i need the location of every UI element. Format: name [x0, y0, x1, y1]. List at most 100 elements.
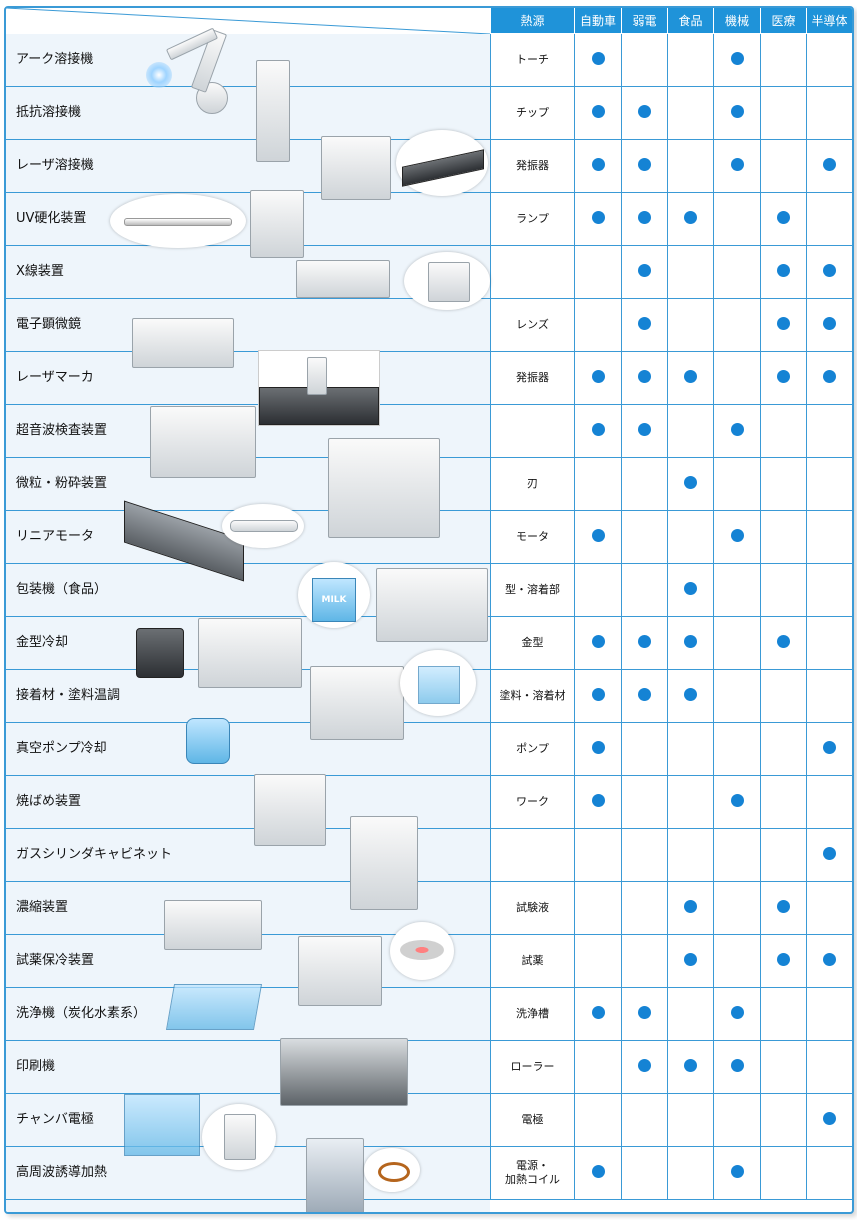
industry-cell	[667, 139, 714, 193]
applicable-dot-icon	[730, 529, 744, 542]
industry-cell	[713, 669, 761, 723]
heat-source-cell: 金型	[490, 616, 575, 670]
applicable-dot-icon	[730, 423, 744, 436]
equipment-name: 印刷機	[16, 1059, 56, 1074]
heat-source-cell: モータ	[490, 510, 575, 564]
industry-cell	[713, 86, 761, 140]
industry-cell	[760, 192, 807, 246]
laser-marker-illustration	[258, 350, 380, 426]
industry-cell	[760, 669, 807, 723]
applicable-dot-icon	[777, 370, 790, 383]
table-row: ランプ	[490, 192, 852, 246]
equipment-name: 微粒・粉砕装置	[16, 476, 108, 491]
industry-cell	[574, 669, 622, 723]
industry-cell	[574, 1146, 622, 1200]
industry-cell	[806, 510, 852, 564]
heat-source-cell: トーチ	[490, 33, 575, 87]
applicable-dot-icon	[638, 423, 651, 436]
heat-source-cell: ポンプ	[490, 722, 575, 776]
industry-cell	[760, 404, 807, 458]
applicable-dot-icon	[777, 953, 790, 966]
industry-cell	[713, 775, 761, 829]
mold-press-illustration	[198, 618, 302, 688]
laser-welding-closeup-bubble	[396, 130, 488, 196]
industry-cell	[760, 1040, 807, 1094]
industry-cell	[667, 563, 714, 617]
applicable-dot-icon	[777, 635, 790, 648]
industry-cell	[713, 139, 761, 193]
industry-cell	[713, 987, 761, 1041]
electron-microscope-illustration	[132, 318, 234, 368]
applicable-dot-icon	[823, 741, 836, 754]
mold-cooling-part-illustration	[136, 628, 184, 678]
applicable-dot-icon	[777, 264, 790, 277]
industry-cell	[713, 298, 761, 352]
industry-cell	[621, 139, 668, 193]
industry-cell	[760, 298, 807, 352]
equipment-name: 電子顕微鏡	[16, 317, 82, 332]
industry-cell	[806, 139, 852, 193]
sample-tray-bubble	[390, 922, 454, 980]
table-row: 洗浄槽	[490, 987, 852, 1041]
industry-cell	[574, 934, 622, 988]
header-industry: 半導体	[806, 8, 852, 34]
linear-motor-rod-bubble	[222, 504, 304, 548]
industry-cell	[806, 828, 852, 882]
heat-source-cell: ワーク	[490, 775, 575, 829]
equipment-row: 電子顕微鏡	[6, 299, 490, 352]
industry-cell	[713, 1146, 761, 1200]
industry-cell	[806, 351, 852, 405]
resistance-welder-illustration	[256, 60, 290, 162]
applicable-dot-icon	[591, 741, 605, 754]
applicable-dot-icon	[684, 582, 697, 595]
equipment-name: 接着材・塗料温調	[16, 688, 121, 703]
industry-cell	[760, 563, 807, 617]
header-industry: 医療	[760, 8, 807, 34]
table-row	[490, 404, 852, 458]
header-industry: 機械	[713, 8, 761, 34]
applicable-dot-icon	[684, 211, 697, 224]
chamber-tank-illustration	[124, 1094, 200, 1156]
table-row	[490, 245, 852, 299]
applicable-dot-icon	[730, 1165, 744, 1178]
industry-cell	[760, 457, 807, 511]
table-row: 刃	[490, 457, 852, 511]
industry-cell	[574, 1093, 622, 1147]
table-row: 塗料・溶着材	[490, 669, 852, 723]
heat-source-cell: 洗浄槽	[490, 987, 575, 1041]
industry-cell	[760, 775, 807, 829]
uv-curing-unit-illustration	[250, 190, 304, 258]
milk-label: MILK	[321, 595, 347, 605]
applicable-dot-icon	[730, 105, 744, 118]
washer-basket-illustration	[165, 984, 263, 1030]
ultrasonic-inspector-illustration	[150, 406, 256, 478]
industry-cell	[806, 86, 852, 140]
industry-cell	[667, 1093, 714, 1147]
equipment-row: リニアモータ	[6, 511, 490, 564]
industry-cell	[621, 934, 668, 988]
applicable-dot-icon	[823, 264, 836, 277]
industry-cell	[667, 987, 714, 1041]
industry-cell	[760, 828, 807, 882]
industry-cell	[574, 245, 622, 299]
industry-cell	[806, 881, 852, 935]
industry-cell	[574, 404, 622, 458]
industry-cell	[806, 33, 852, 87]
industry-cell	[574, 298, 622, 352]
industry-cell	[713, 616, 761, 670]
industry-cell	[667, 616, 714, 670]
industry-cell	[713, 245, 761, 299]
industry-cell	[760, 1093, 807, 1147]
heat-source-cell: 塗料・溶着材	[490, 669, 575, 723]
applicable-dot-icon	[684, 953, 697, 966]
equipment-name: 金型冷却	[16, 635, 69, 650]
industry-cell	[760, 510, 807, 564]
heat-source-cell	[490, 245, 575, 299]
equipment-name: 試薬保冷装置	[16, 953, 95, 968]
equipment-row: UV硬化装置	[6, 193, 490, 246]
table-row: ワーク	[490, 775, 852, 829]
equipment-row: 洗浄機（炭化水素系）	[6, 988, 490, 1041]
industry-cell	[667, 245, 714, 299]
industry-cell	[667, 404, 714, 458]
equipment-name: X線装置	[16, 264, 64, 279]
